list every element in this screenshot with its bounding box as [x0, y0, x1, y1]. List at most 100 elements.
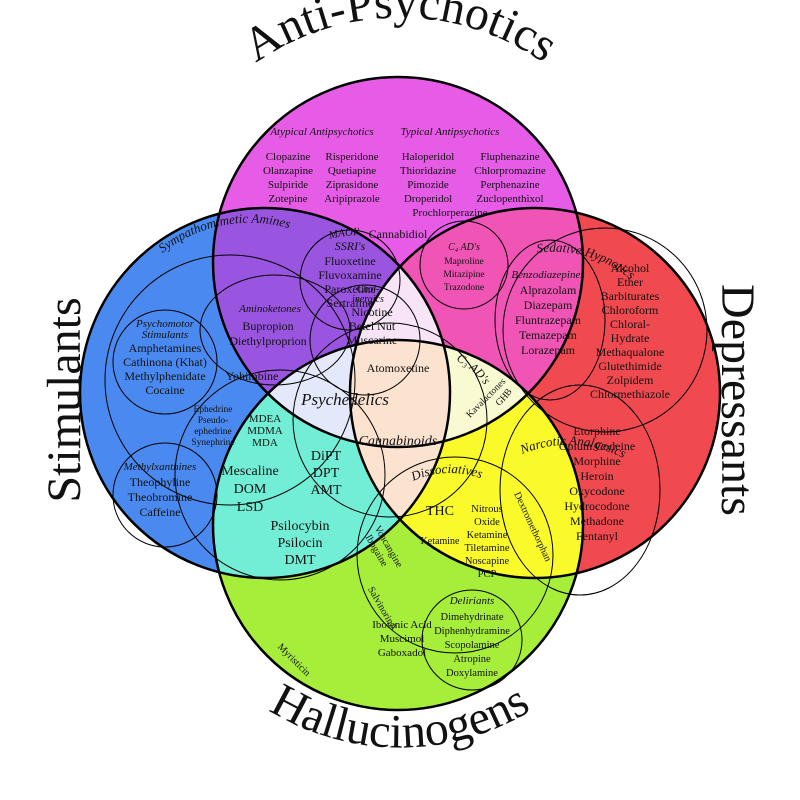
- drug-item: Ether: [617, 275, 643, 289]
- drug-item: DOM: [234, 482, 267, 497]
- drug-item: Opium Codeine: [559, 439, 635, 453]
- label-psychomotor-1: Psychomotor: [135, 318, 195, 330]
- outline-stimulants: [78, 206, 452, 580]
- drug-item: Psilocybin: [270, 519, 329, 534]
- drug-item: Methadone: [570, 514, 624, 528]
- drug-item: Gaboxadol: [378, 647, 426, 659]
- drug-item: Nicotine: [351, 305, 392, 319]
- drug-item: Perphenazine: [480, 179, 539, 191]
- drug-item: Synephrine: [191, 438, 234, 448]
- label-stimulants: Stimulants: [38, 297, 91, 502]
- label-cholinergics-2: inergics: [352, 294, 384, 305]
- drug-yohimbine: Yohimbine: [226, 369, 279, 383]
- outline-cholinergics: [309, 284, 421, 396]
- drug-item: Barbiturates: [601, 289, 660, 303]
- drug-item: Methaqualone: [596, 345, 665, 359]
- label-c4ad: C₄ AD's: [448, 242, 480, 253]
- drug-item: ephedrine: [194, 427, 231, 437]
- drug-thc: THC: [426, 504, 454, 519]
- drug-item: Tiletamine: [464, 543, 509, 554]
- drug-item: Atropine: [453, 654, 491, 665]
- outline-c4ad: [419, 220, 509, 310]
- drug-item: Dimehydrinate: [441, 612, 504, 623]
- drug-item: Etorphine: [573, 424, 620, 438]
- outline-tryptamines: [174, 369, 386, 581]
- drug-item: Ibotenic Acid: [372, 619, 432, 631]
- drug-item: Theophyline: [130, 475, 191, 489]
- drug-item: Betel Nut: [349, 319, 396, 333]
- outline-sympathomimetic: [104, 254, 356, 506]
- drug-item: Zolpidem: [607, 373, 654, 387]
- drug-item: Droperidol: [404, 193, 452, 205]
- drug-item: Fentanyl: [576, 529, 619, 543]
- label-psychedelics: Psychedelics: [300, 390, 389, 409]
- drug-item: DPT: [313, 466, 340, 481]
- label-psychomotor-2: Stimulants: [142, 329, 188, 341]
- outline-methylxanthines: [112, 442, 218, 548]
- drug-item: Bupropion: [242, 319, 293, 333]
- drug-atomoxetine: Atomoxetine: [367, 361, 430, 375]
- label-depressants: Depressants: [711, 284, 764, 516]
- outline-hallucinogens: [211, 338, 585, 712]
- drug-item: Ziprasidone: [326, 179, 379, 191]
- drug-item: Maproline: [444, 257, 484, 267]
- drug-item: Sulpiride: [268, 179, 308, 191]
- drug-item: Heroin: [580, 469, 613, 483]
- drug-item: Mitazipine: [443, 270, 484, 280]
- drug-item: Aripiprazole: [324, 193, 380, 205]
- drug-item: DMT: [284, 553, 316, 568]
- drug-item: Haloperidol: [402, 151, 455, 163]
- drug-item: Ketamine: [467, 530, 508, 541]
- drug-item: Sertraline: [327, 296, 374, 310]
- drug-item: Psilocin: [277, 536, 322, 551]
- drug-item: Quetiapine: [328, 165, 376, 177]
- label-cannabinoids: Cannabinoids: [359, 434, 438, 449]
- drug-item: Methylphenidate: [124, 369, 205, 383]
- drug-item: DiPT: [311, 449, 342, 464]
- drug-item: Oxide: [474, 517, 500, 528]
- drug-item: Hydrocodone: [564, 499, 629, 513]
- label-anti-psychotics: Anti-Psychotics: [234, 0, 567, 72]
- drug-item: MDA: [252, 437, 278, 449]
- drug-item: MDEA: [249, 413, 281, 425]
- drug-item: Nitrous: [471, 504, 503, 515]
- label-methylxanthines: Methylxanthines: [123, 461, 197, 473]
- drug-item: Ephedrine: [193, 405, 232, 415]
- drug-item: PCP: [478, 569, 497, 580]
- outline-anti-psychotics: [211, 75, 585, 449]
- drug-item: Caffeine: [139, 505, 180, 519]
- label-cholinergics-1: Chol-: [357, 284, 380, 295]
- outline-dissociatives: [356, 456, 554, 654]
- drug-item: Alprazolam: [520, 283, 577, 297]
- drug-item: Cocaine: [145, 383, 184, 397]
- drug-item: Diethylproprion: [229, 334, 306, 348]
- drug-item: Thioridazine: [400, 165, 456, 177]
- drug-item: Oxycodone: [569, 484, 624, 498]
- drug-item: Morphine: [573, 454, 620, 468]
- drug-item: Scopolamine: [445, 640, 500, 651]
- drug-item: Doxylamine: [446, 668, 498, 679]
- drug-item: Muscimol: [380, 633, 425, 645]
- drug-item: Amphetamines: [129, 341, 202, 355]
- label-typical-antipsychotics: Typical Antipsychotics: [401, 126, 500, 138]
- label-aminoketones: Aminoketones: [238, 303, 301, 315]
- drug-item: Muscarine: [347, 333, 398, 347]
- drug-item: Zuclopenthixol: [476, 193, 543, 205]
- drug-item: Paroxetine: [324, 282, 375, 296]
- outline-aminoketones: [199, 274, 351, 386]
- drug-item: MDMA: [247, 425, 283, 437]
- drug-item: Hydrate: [611, 331, 650, 345]
- drug-item: AMT: [310, 483, 342, 498]
- label-atypical-antipsychotics: Atypical Antipsychotics: [269, 126, 373, 138]
- outline-narcotic-analgesics: [499, 384, 661, 596]
- drug-item: Chlormethiazole: [590, 387, 670, 401]
- outline-deliriants: [421, 589, 523, 691]
- drug-ketamine-label: Ketamine: [421, 536, 460, 547]
- label-deliriants: Deliriants: [449, 595, 495, 607]
- drug-item: Mescaline: [221, 464, 279, 479]
- drug-item: Noscapine: [465, 556, 510, 567]
- drug-item: Trazodone: [444, 283, 484, 293]
- drug-item: Diphenhydramine: [434, 626, 510, 637]
